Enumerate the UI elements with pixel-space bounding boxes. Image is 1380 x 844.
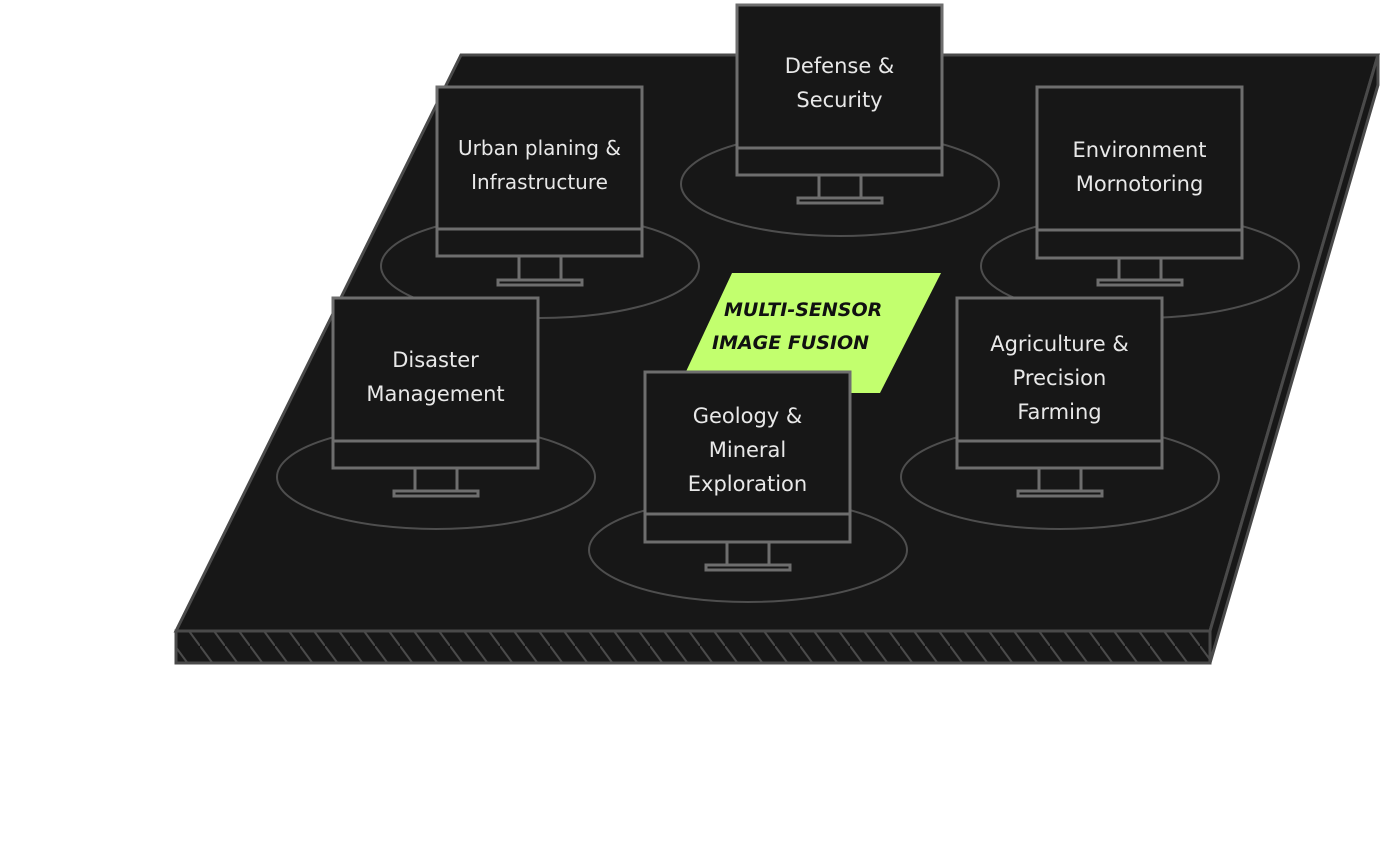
- label-environment: Environment Mornotoring: [1072, 138, 1207, 196]
- label-geology: Geology & Mineral Exploration: [687, 404, 808, 496]
- monitor-geology: [643, 370, 852, 572]
- label-defense: Defense & Security: [784, 54, 895, 112]
- center-title-line2: IMAGE FUSION: [712, 332, 870, 354]
- platform-front-edge: [174, 629, 1212, 665]
- monitor-agriculture: [955, 296, 1164, 498]
- center-title: MULTI-SENSOR IMAGE FUSION: [712, 294, 882, 360]
- label-disaster: Disaster Management: [366, 348, 505, 406]
- monitor-urban: [435, 85, 644, 287]
- center-title-line1: MULTI-SENSOR: [724, 299, 883, 321]
- monitor-defense: [735, 3, 944, 205]
- monitor-environment: [1035, 85, 1244, 287]
- monitor-disaster: [331, 296, 540, 498]
- center-tag: [676, 273, 941, 393]
- label-urban: Urban planing & Infrastructure: [458, 136, 621, 194]
- platform-right-side: [1208, 54, 1380, 664]
- label-agriculture: Agriculture & Precision Farming: [990, 332, 1129, 424]
